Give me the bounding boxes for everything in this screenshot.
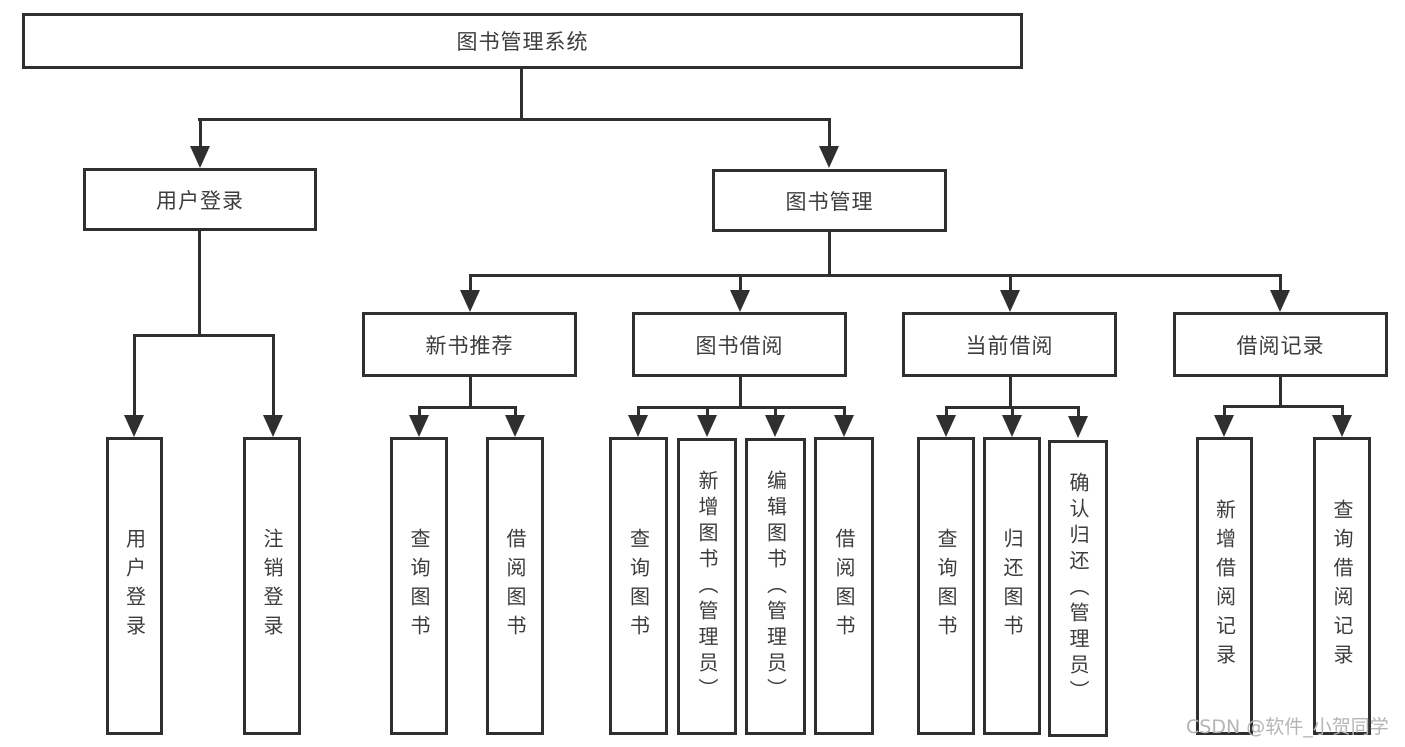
connector-book-borrow-drop-3 — [774, 406, 777, 416]
leaf-bb-borrow-books-label: 借阅图书 — [832, 528, 856, 644]
leaf-cb-confirm-return-label: 确认归还（管理员） — [1066, 471, 1090, 706]
leaf-bb-add-books-label: 新增图书（管理员） — [695, 469, 719, 704]
node-new-book-rec-label: 新书推荐 — [425, 333, 514, 358]
leaf-user-login: 用户登录 — [106, 437, 163, 735]
connector-borrow-records-drop-1 — [1223, 405, 1226, 416]
arrowhead-leaf-user-login — [124, 415, 144, 437]
leaf-cb-return-books: 归还图书 — [983, 437, 1041, 735]
arrowhead-cb-confirm — [1068, 416, 1088, 438]
connector-root-stem — [520, 69, 523, 121]
leaf-br-query-record: 查询借阅记录 — [1313, 437, 1371, 735]
leaf-nb-query-books-label: 查询图书 — [407, 528, 431, 644]
connector-new-book-bus — [418, 406, 517, 409]
node-borrow-records: 借阅记录 — [1173, 312, 1388, 377]
connector-level3-drop-3 — [1009, 274, 1012, 292]
arrowhead-br-add — [1214, 415, 1234, 437]
connector-current-borrow-stem — [1009, 377, 1012, 409]
connector-user-login-bus — [133, 334, 275, 337]
connector-new-book-drop-2 — [514, 406, 517, 416]
connector-book-borrow-drop-1 — [637, 406, 640, 416]
connector-book-mgmt-stem — [828, 232, 831, 277]
connector-level3-drop-1 — [469, 274, 472, 292]
node-book-mgmt: 图书管理 — [712, 169, 947, 232]
connector-book-borrow-bus — [637, 406, 846, 409]
arrowhead-bb-query — [628, 415, 648, 437]
leaf-bb-query-books-label: 查询图书 — [626, 528, 651, 644]
leaf-cb-query-books: 查询图书 — [917, 437, 975, 735]
leaf-br-query-record-label: 查询借阅记录 — [1330, 499, 1354, 673]
arrowhead-br-query — [1332, 415, 1352, 437]
leaf-nb-borrow-books: 借阅图书 — [486, 437, 544, 735]
arrowhead-book-mgmt — [819, 146, 839, 168]
node-new-book-rec: 新书推荐 — [362, 312, 577, 377]
connector-level3-drop-4 — [1279, 274, 1282, 292]
node-book-mgmt-label: 图书管理 — [785, 189, 874, 214]
connector-user-login-drop-1 — [133, 334, 136, 416]
arrowhead-cb-query — [936, 415, 956, 437]
leaf-bb-add-books: 新增图书（管理员） — [677, 438, 737, 735]
connector-book-borrow-stem — [739, 377, 742, 409]
leaf-cb-return-books-label: 归还图书 — [1000, 528, 1024, 644]
leaf-cb-query-books-label: 查询图书 — [934, 528, 958, 644]
arrowhead-book-borrow — [730, 290, 750, 312]
connector-user-login-drop-2 — [272, 334, 275, 416]
arrowhead-leaf-logout — [263, 415, 283, 437]
arrowhead-nb-query — [409, 415, 429, 437]
leaf-user-login-label: 用户登录 — [122, 528, 147, 644]
connector-user-login-stem — [198, 231, 201, 337]
connector-new-book-drop-1 — [418, 406, 421, 416]
node-root: 图书管理系统 — [22, 13, 1023, 69]
leaf-cb-confirm-return: 确认归还（管理员） — [1048, 440, 1108, 737]
leaf-nb-query-books: 查询图书 — [390, 437, 448, 735]
arrowhead-bb-add — [697, 415, 717, 437]
arrowhead-bb-edit — [765, 415, 785, 437]
leaf-bb-query-books: 查询图书 — [609, 437, 668, 735]
leaf-br-add-record-label: 新增借阅记录 — [1212, 499, 1237, 673]
connector-borrow-records-stem — [1279, 377, 1282, 408]
node-user-login: 用户登录 — [83, 168, 317, 231]
connector-borrow-records-drop-2 — [1341, 405, 1344, 416]
leaf-bb-borrow-books: 借阅图书 — [814, 437, 874, 735]
connector-level2-bus — [198, 118, 831, 121]
arrowhead-user-login — [190, 146, 210, 168]
node-book-borrow-label: 图书借阅 — [695, 333, 784, 358]
leaf-nb-borrow-books-label: 借阅图书 — [503, 528, 527, 644]
connector-level2-drop-left — [199, 118, 202, 148]
arrowhead-borrow-records — [1270, 290, 1290, 312]
leaf-br-add-record: 新增借阅记录 — [1196, 437, 1253, 735]
arrowhead-nb-borrow — [505, 415, 525, 437]
node-book-borrow: 图书借阅 — [632, 312, 847, 377]
connector-current-borrow-drop-3 — [1077, 406, 1080, 416]
node-current-borrow: 当前借阅 — [902, 312, 1117, 377]
arrowhead-cb-return — [1002, 415, 1022, 437]
connector-book-borrow-drop-2 — [706, 406, 709, 416]
arrowhead-bb-borrow — [834, 415, 854, 437]
node-current-borrow-label: 当前借阅 — [965, 333, 1054, 358]
connector-book-borrow-drop-4 — [843, 406, 846, 416]
connector-borrow-records-bus — [1223, 405, 1344, 408]
connector-level3-drop-2 — [739, 274, 742, 292]
csdn-watermark: CSDN @软件_小贺同学 — [1186, 716, 1389, 738]
connector-current-borrow-drop-1 — [945, 406, 948, 416]
connector-level2-drop-right — [828, 118, 831, 148]
connector-current-borrow-drop-2 — [1011, 406, 1014, 416]
arrowhead-current-borrow — [1000, 290, 1020, 312]
node-root-label: 图书管理系统 — [456, 30, 589, 54]
arrowhead-new-book-rec — [460, 290, 480, 312]
connector-new-book-stem — [469, 377, 472, 409]
leaf-bb-edit-books-label: 编辑图书（管理员） — [763, 469, 788, 704]
node-user-login-label: 用户登录 — [156, 188, 244, 213]
leaf-logout-label: 注销登录 — [260, 528, 284, 644]
connector-level3-bus — [469, 274, 1281, 277]
leaf-logout: 注销登录 — [243, 437, 301, 735]
node-borrow-records-label: 借阅记录 — [1236, 333, 1325, 358]
leaf-bb-edit-books: 编辑图书（管理员） — [745, 438, 806, 735]
